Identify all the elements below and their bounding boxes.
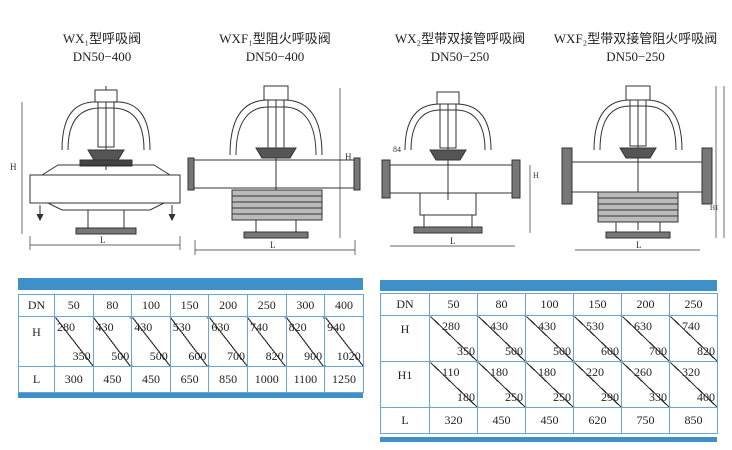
dn-cell: 50 bbox=[429, 293, 478, 316]
title-wxf2-range: DN50−250 bbox=[606, 49, 665, 64]
drawing-wx2: 84 H L bbox=[381, 91, 539, 247]
title-wx1: WX₁型呼吸阀 DN50−400 bbox=[42, 30, 162, 66]
table1-bottom-band bbox=[18, 393, 363, 398]
l-cell: 620 bbox=[573, 407, 622, 434]
row-label-dn: DN bbox=[18, 294, 55, 317]
l-cell: 320 bbox=[429, 407, 478, 434]
row-label-l: L bbox=[18, 366, 55, 393]
l-cell: 300 bbox=[54, 366, 94, 393]
l-cell: 450 bbox=[131, 366, 171, 393]
table2-bottom-band bbox=[380, 437, 717, 442]
dn-cell: 80 bbox=[477, 293, 526, 316]
dn-cell: 200 bbox=[208, 294, 248, 317]
dn-cell: 150 bbox=[169, 294, 210, 317]
l-cell: 750 bbox=[621, 407, 670, 434]
drawing-wxf2: H1 L bbox=[561, 85, 725, 251]
dim-l-1: L bbox=[100, 235, 106, 245]
l-cell: 450 bbox=[92, 366, 133, 393]
l-cell: 450 bbox=[477, 407, 526, 434]
title-wxf1-range: DN50−400 bbox=[245, 49, 305, 64]
dim-h-1: H bbox=[10, 162, 17, 172]
dn-cell: 300 bbox=[285, 294, 326, 317]
dn-cell: 200 bbox=[621, 293, 670, 316]
valve-drawings: H L H L bbox=[10, 85, 725, 255]
dim-l-4: L bbox=[636, 240, 642, 250]
l-cell: 1000 bbox=[246, 366, 287, 393]
dim-h-3: H bbox=[533, 171, 539, 180]
l-cell: 850 bbox=[208, 366, 248, 393]
drawing-wxf1: H L bbox=[187, 85, 361, 255]
dim-l-2: L bbox=[270, 240, 276, 250]
row-label-dn: DN bbox=[380, 293, 430, 316]
row-label-l: L bbox=[380, 407, 430, 434]
dim-h-2: H bbox=[345, 152, 352, 162]
l-cell: 1250 bbox=[324, 366, 364, 393]
l-cell: 450 bbox=[525, 407, 574, 434]
title-wx1-name: WX₁型呼吸阀 bbox=[62, 31, 142, 46]
l-cell: 850 bbox=[669, 407, 718, 434]
title-wxf2: WXF₂型带双接管阻火呼吸阀 DN50−250 bbox=[548, 30, 723, 66]
dim-flange-3: 84 bbox=[393, 145, 401, 154]
dn-cell: 50 bbox=[54, 294, 94, 317]
title-wxf2-name: WXF₂型带双接管阻火呼吸阀 bbox=[553, 31, 718, 46]
dim-h1-4: H1 bbox=[710, 204, 719, 212]
row-label-h1: H1 bbox=[380, 361, 430, 408]
dn-cell: 250 bbox=[246, 294, 287, 317]
table-row-l: L 300 450 450 650 850 1000 1100 1250 bbox=[18, 366, 364, 393]
dn-cell: 250 bbox=[669, 293, 718, 316]
title-wx2: WX₂型带双接管呼吸阀 DN50−250 bbox=[385, 30, 535, 66]
table-row-l: L 320 450 450 620 750 850 bbox=[380, 407, 718, 434]
title-wxf1-name: WXF₁型阻火呼吸阀 bbox=[219, 31, 331, 46]
l-cell: 1100 bbox=[285, 366, 326, 393]
dn-cell: 100 bbox=[131, 294, 171, 317]
dn-cell: 400 bbox=[324, 294, 364, 317]
dim-l-3: L bbox=[450, 236, 456, 246]
table2-top-band bbox=[380, 280, 717, 291]
title-wx1-range: DN50−400 bbox=[72, 49, 132, 64]
title-wx2-name: WX₂型带双接管呼吸阀 bbox=[394, 31, 526, 46]
title-wxf1: WXF₁型阻火呼吸阀 DN50−400 bbox=[205, 30, 345, 66]
title-wx2-range: DN50−250 bbox=[430, 49, 490, 64]
dn-cell: 80 bbox=[92, 294, 133, 317]
dn-cell: 150 bbox=[573, 293, 622, 316]
row-label-h: H bbox=[18, 316, 55, 367]
table1-top-band bbox=[18, 278, 363, 290]
table-row-dn: DN 50 80 100 150 200 250 bbox=[380, 293, 718, 316]
table-row-dn: DN 50 80 100 150 200 250 300 400 bbox=[18, 294, 364, 317]
row-label-h: H bbox=[380, 315, 430, 362]
l-cell: 650 bbox=[169, 366, 210, 393]
drawing-wx1: H L bbox=[10, 86, 181, 250]
dn-cell: 100 bbox=[525, 293, 574, 316]
